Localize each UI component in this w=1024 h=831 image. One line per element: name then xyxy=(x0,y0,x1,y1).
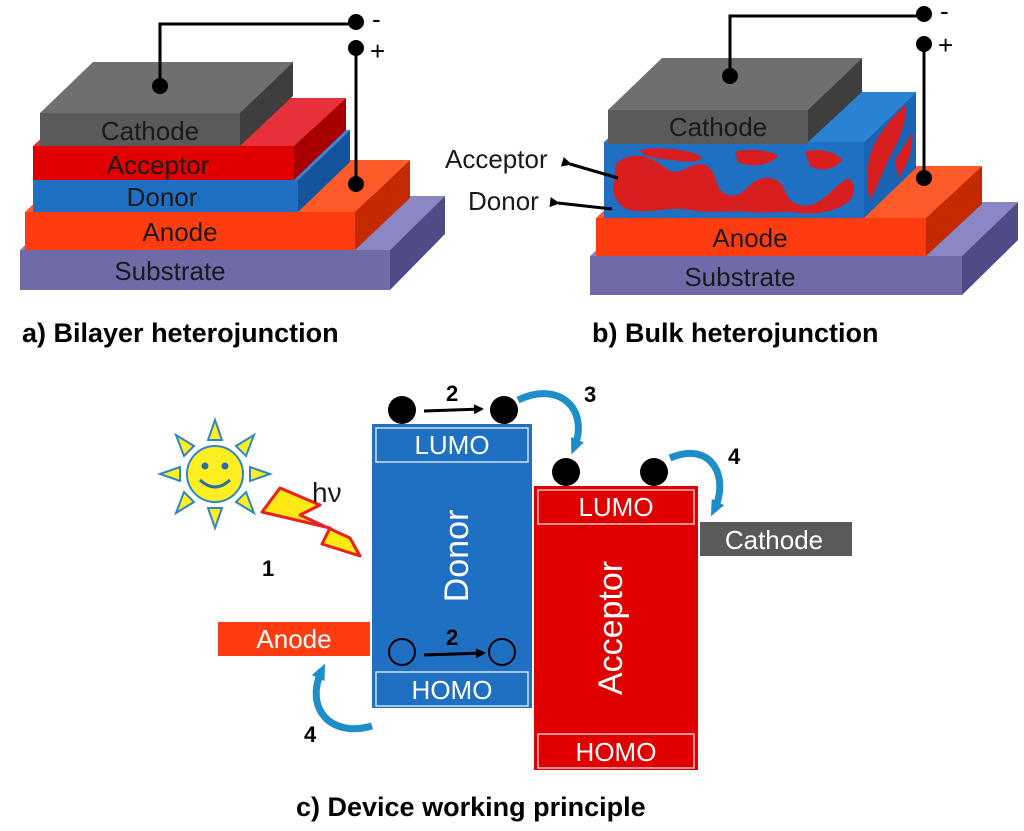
circuit-wires-b: - + xyxy=(722,0,953,186)
step-4-left-label: 4 xyxy=(304,722,317,747)
caption-b: b) Bulk heterojunction xyxy=(592,318,879,348)
terminal-plus-b: + xyxy=(938,30,953,60)
electron-dot xyxy=(640,458,668,486)
hole-circle xyxy=(488,638,516,666)
substrate-label-b: Substrate xyxy=(684,262,795,292)
transfer-arrow-top xyxy=(423,404,484,415)
step-2-top-label: 2 xyxy=(446,381,458,406)
panel-c-working-principle: hν 1 LUMO HOMO Donor LUMO HOMO Acceptor … xyxy=(156,381,852,822)
photon-label: hν xyxy=(312,477,342,508)
substrate-label-a: Substrate xyxy=(114,256,225,286)
donor-homo-label: HOMO xyxy=(412,675,493,705)
terminal-plus-a: + xyxy=(370,36,385,66)
panel-a-bilayer: Substrate Anode Donor Acceptor C xyxy=(20,4,445,348)
curved-arrow-4-left xyxy=(311,663,373,733)
anode-label-b: Anode xyxy=(712,223,787,253)
donor-lumo-label: LUMO xyxy=(414,430,489,460)
donor-block-c: LUMO HOMO Donor xyxy=(372,424,532,708)
acceptor-lumo-label: LUMO xyxy=(578,492,653,522)
cathode-electrode-c: Cathode xyxy=(700,522,852,556)
step-1-label: 1 xyxy=(262,556,274,581)
step-3-label: 3 xyxy=(584,382,596,407)
cathode-label-c: Cathode xyxy=(725,525,823,555)
acceptor-label-a: Acceptor xyxy=(107,150,210,180)
electron-dot xyxy=(552,458,580,486)
electron-dot xyxy=(490,396,518,424)
circuit-wires-a: - + xyxy=(152,4,385,192)
charge-carriers xyxy=(388,396,668,666)
acceptor-domains-b xyxy=(613,105,913,214)
terminal-minus-a: - xyxy=(372,4,381,34)
caption-c: c) Device working principle xyxy=(296,792,646,822)
curved-arrow-4-right xyxy=(668,449,725,517)
anode-label-c: Anode xyxy=(256,624,331,654)
anode-label-a: Anode xyxy=(142,217,217,247)
curved-arrow-3 xyxy=(516,390,584,455)
pointer-donor-label: Donor xyxy=(468,186,539,216)
acceptor-homo-label: HOMO xyxy=(576,737,657,767)
acceptor-name-label: Acceptor xyxy=(592,561,630,695)
hole-circle xyxy=(388,638,416,666)
cathode-label-b: Cathode xyxy=(669,112,767,142)
electron-dot xyxy=(388,396,416,424)
step-4-right-label: 4 xyxy=(728,444,741,469)
donor-name-label: Donor xyxy=(438,510,476,603)
cathode-label-a: Cathode xyxy=(101,116,199,146)
pointers-b: Acceptor Donor xyxy=(445,144,619,216)
anode-electrode-c: Anode xyxy=(218,622,370,656)
caption-a: a) Bilayer heterojunction xyxy=(22,318,339,348)
pointer-acceptor-label: Acceptor xyxy=(445,144,548,174)
terminal-minus-b: - xyxy=(940,0,949,26)
acceptor-block-c: LUMO HOMO Acceptor xyxy=(534,486,698,770)
step-2-bottom-label: 2 xyxy=(446,625,458,650)
lightning-bolt-icon xyxy=(260,486,362,558)
sun-icon xyxy=(156,416,274,532)
cathode-layer-b: Cathode xyxy=(608,58,862,144)
panel-b-bulk: Substrate Anode Cathode Acceptor Donor xyxy=(445,0,1018,348)
transfer-arrow-bottom xyxy=(423,648,486,659)
donor-label-a: Donor xyxy=(127,182,198,212)
